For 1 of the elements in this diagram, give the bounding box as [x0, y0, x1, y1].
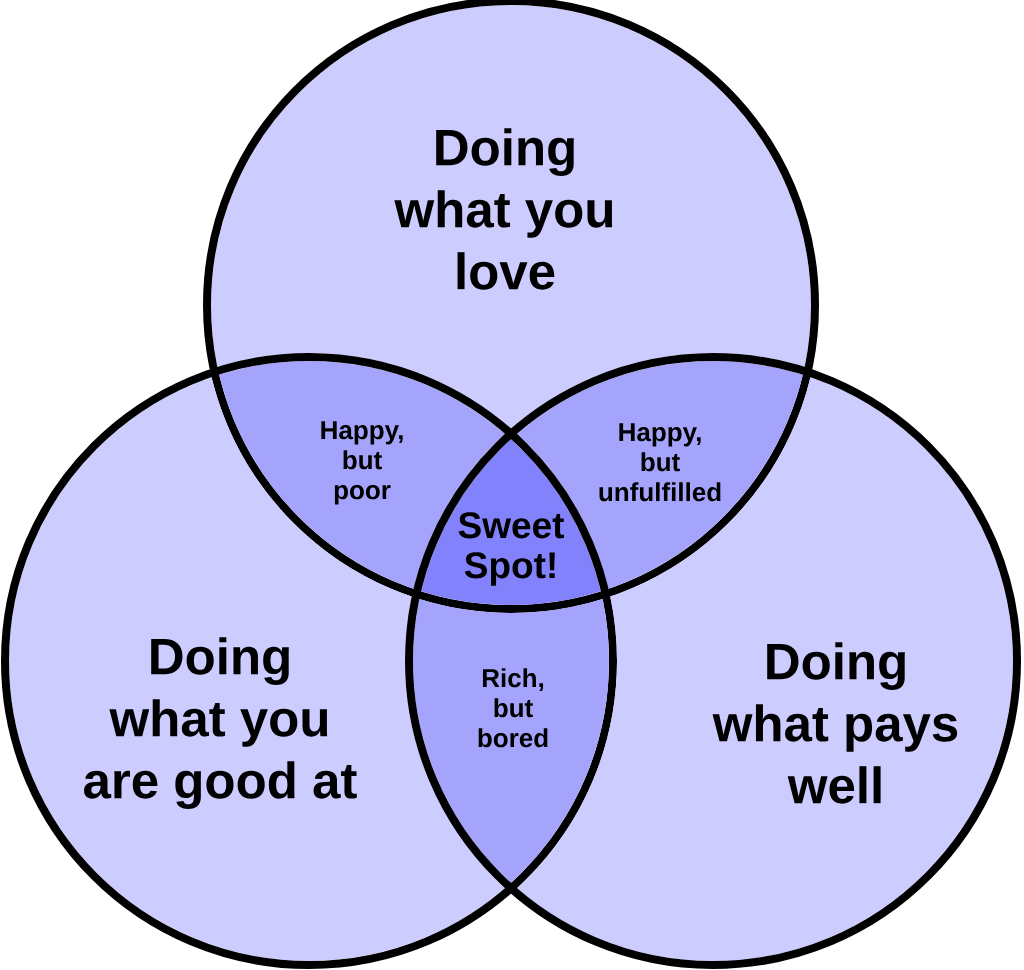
overlap-region: Rich, but bored: [413, 599, 609, 883]
